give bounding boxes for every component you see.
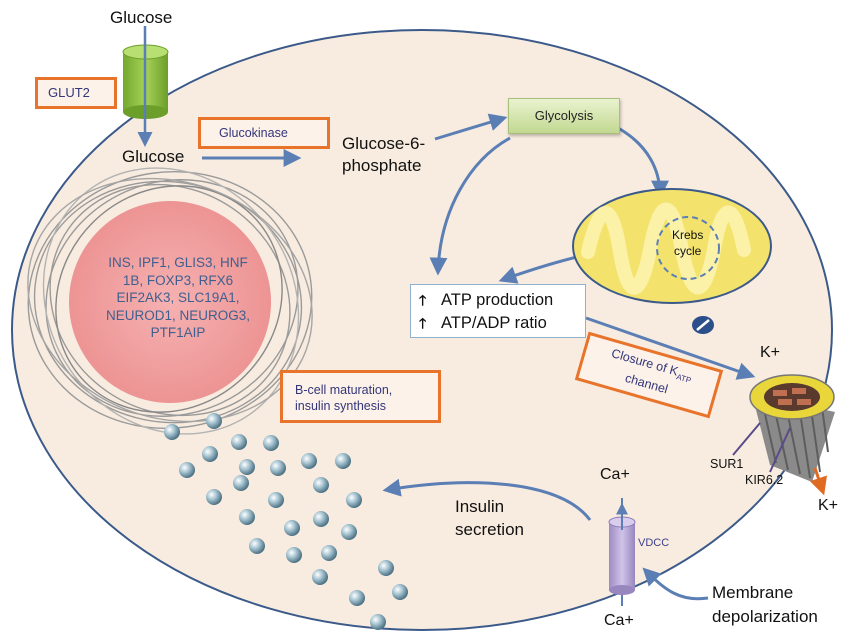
glucokinase-box: Glucokinase — [198, 117, 330, 149]
g6p-label-line2: phosphate — [342, 156, 422, 175]
glycolysis-box: Glycolysis — [508, 98, 620, 134]
granule — [270, 460, 286, 476]
ca-top-label: Ca+ — [600, 466, 630, 483]
nucleus-envelope — [27, 167, 313, 435]
membrane-depolarization-line2: depolarization — [712, 607, 818, 626]
granule — [249, 538, 265, 554]
granule — [239, 509, 255, 525]
granule — [286, 547, 302, 563]
granule — [301, 453, 317, 469]
maturation-label-line1: B-cell maturation, — [295, 383, 393, 397]
maturation-label-line2: insulin synthesis — [295, 399, 387, 413]
kir62-pointer — [769, 427, 791, 473]
glycolysis-to-atp-arrow — [429, 136, 511, 276]
up-arrow-icon: 🡑 — [419, 315, 427, 331]
insulin-secretion-arrow — [382, 478, 592, 521]
granule — [206, 413, 222, 429]
granule — [313, 477, 329, 493]
granule — [321, 545, 337, 561]
atp-box: 🡑 ATP production 🡑 ATP/ADP ratio — [410, 284, 586, 338]
insulin-secretion-label-line1: Insulin — [455, 497, 505, 516]
depolarization-arrow — [642, 567, 709, 601]
granule — [341, 524, 357, 540]
katp-channel — [749, 374, 835, 482]
g6p-to-glycolysis-arrow — [434, 113, 508, 141]
granule — [392, 584, 408, 600]
up-arrow-icon: 🡑 — [419, 292, 427, 308]
granule — [239, 459, 255, 475]
granule — [179, 462, 195, 478]
nucleus — [69, 201, 271, 403]
granule — [284, 520, 300, 536]
atp-adp-ratio-label: ATP/ADP ratio — [441, 314, 547, 332]
granule — [346, 492, 362, 508]
granule — [268, 492, 284, 508]
sur1-label: SUR1 — [710, 457, 744, 471]
granule — [335, 453, 351, 469]
sur1-pointer — [732, 422, 761, 456]
insulin-granules — [164, 413, 408, 630]
granule — [370, 614, 386, 630]
krebs-label-line1: Krebs — [672, 228, 704, 242]
ca-bottom-label: Ca+ — [604, 612, 634, 629]
maturation-box: B-cell maturation, insulin synthesis — [280, 370, 441, 423]
glucokinase-label: Glucokinase — [219, 126, 288, 140]
vdcc-channel — [608, 498, 636, 606]
granule — [263, 435, 279, 451]
g6p-label-line1: Glucose-6- — [342, 134, 426, 153]
glucose-intracellular-label: Glucose — [122, 147, 185, 166]
inhibition-icon — [692, 316, 714, 334]
granule — [202, 446, 218, 462]
glut2-label: GLUT2 — [48, 85, 90, 100]
krebs-label-line2: cycle — [674, 244, 702, 258]
k-efflux-arrow — [809, 467, 827, 496]
glucose-extracellular-label: Glucose — [110, 8, 173, 27]
atp-production-label: ATP production — [441, 291, 554, 309]
glycolysis-label: Glycolysis — [534, 108, 594, 123]
granule — [312, 569, 328, 585]
granule — [206, 489, 222, 505]
katp-label-subscript: ATP — [675, 372, 693, 386]
granule — [233, 475, 249, 491]
atp-to-katp-arrow — [585, 316, 756, 380]
k-plus-top-label: K+ — [760, 344, 781, 361]
granule — [349, 590, 365, 606]
granule — [313, 511, 329, 527]
insulin-secretion-label-line2: secretion — [455, 520, 524, 539]
granule — [231, 434, 247, 450]
nucleus-genes-label: INS, IPF1, GLIS3, HNF 1B, FOXP3, RFX6 EI… — [105, 255, 251, 340]
vdcc-label: VDCC — [638, 537, 670, 549]
kir62-label: KIR6.2 — [745, 473, 784, 487]
granule — [378, 560, 394, 576]
mitochondrion — [572, 188, 772, 304]
glut2-box: GLUT2 — [35, 77, 117, 109]
glycolysis-to-mitochondrion-arrow — [617, 126, 669, 199]
granule — [164, 424, 180, 440]
k-plus-out-label: K+ — [818, 497, 839, 514]
membrane-depolarization-line1: Membrane — [712, 583, 794, 602]
